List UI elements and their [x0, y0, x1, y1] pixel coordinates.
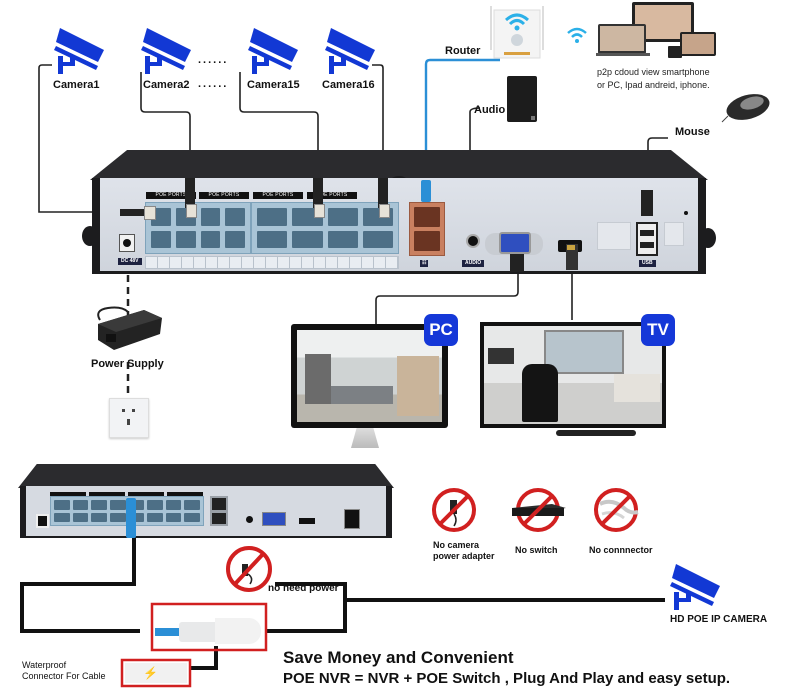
- camera-label: Camera1: [53, 79, 100, 91]
- dc-power-jack[interactable]: [119, 234, 135, 252]
- p2p-text: p2p cdoud view smartphone or PC, Ipad an…: [597, 66, 710, 92]
- footer-title: Save Money and Convenient: [283, 648, 514, 667]
- ethernet-plug: [313, 178, 323, 208]
- usb-plug: [641, 190, 653, 216]
- nvr2-usb-ports[interactable]: [344, 509, 360, 529]
- camera-label: Camera16: [322, 79, 375, 91]
- router-label: Router: [445, 45, 481, 57]
- nvr-top-cover: [90, 150, 708, 180]
- speaker-icon: [507, 76, 537, 122]
- camera-label: Camera15: [247, 79, 300, 91]
- poe-ports-9-16[interactable]: [251, 202, 399, 254]
- no-adapter-icon: [432, 488, 476, 532]
- usb-label: USB: [639, 260, 656, 267]
- hdmi-plug-tip: [567, 245, 575, 250]
- vga-port[interactable]: [499, 232, 531, 254]
- nvr-mount-left: [82, 226, 98, 246]
- pc-badge: PC: [424, 314, 458, 346]
- router-icon: [490, 6, 544, 59]
- audio-label: Audio: [474, 104, 506, 116]
- hdmi-cable: [566, 244, 578, 270]
- nvr2-dc-jack[interactable]: [36, 514, 49, 528]
- nvr2-vga-port[interactable]: [262, 512, 286, 526]
- blank-cover: [597, 222, 631, 250]
- poe-header: POE PORTS: [146, 192, 196, 199]
- ethernet-plug: [378, 178, 388, 208]
- pc-screen: [291, 324, 448, 428]
- poe-camera-label: HD POE IP CAMERA: [670, 614, 768, 625]
- waterproof-connector: [155, 618, 263, 644]
- ethernet-plug: [120, 209, 144, 216]
- vga-cable: [510, 254, 524, 272]
- audio-port-label: AUDIO: [462, 260, 485, 267]
- footer-subtitle: POE NVR = NVR + POE Switch , Plug And Pl…: [283, 670, 731, 687]
- poe-header: POE PORTS: [253, 192, 303, 199]
- nvr-mount-right: [700, 228, 716, 248]
- prohibition-label: No switch: [515, 545, 558, 555]
- router-ethernet-plug: [421, 180, 431, 202]
- prohibition-label: No connnector: [589, 545, 653, 555]
- mouse-label: Mouse: [675, 126, 710, 138]
- nvr2-ethernet-plug: [126, 498, 136, 538]
- waterproof-line-1: Waterproof: [22, 660, 67, 670]
- no-power-prohibit-icon: [226, 546, 272, 592]
- p2p-line-2: or PC, Ipad andreid, iphone.: [597, 80, 710, 90]
- wifi-icon: [567, 27, 587, 43]
- ethernet-plug: [379, 204, 390, 218]
- usb-ports[interactable]: [636, 222, 658, 256]
- ethernet-plug: [144, 206, 156, 220]
- nvr2-lan-ports[interactable]: [210, 496, 228, 526]
- pc-stand: [351, 428, 379, 448]
- nvr2-hdmi-port[interactable]: [299, 518, 315, 524]
- cable-connector-icon: ⚡: [125, 663, 187, 683]
- power-supply-label: Power Supply: [91, 358, 164, 370]
- tv-screen: [480, 322, 666, 428]
- ellipsis: ......: [198, 78, 229, 90]
- ellipsis: ......: [198, 54, 229, 66]
- poe-header: POE PORTS: [199, 192, 249, 199]
- prohibition-label: No camera power adapter: [433, 540, 495, 562]
- poe-header: POE PORTS: [307, 192, 357, 199]
- prohibition-line-1: No camera: [433, 540, 480, 550]
- ethernet-plug: [186, 204, 197, 218]
- no-connector-icon: [594, 488, 639, 532]
- mouse-icon: [721, 94, 770, 123]
- ethernet-plug: [314, 204, 325, 218]
- tv-stand: [556, 430, 636, 436]
- poe-header-strip: [50, 492, 204, 496]
- nvr2-top-cover: [18, 464, 394, 488]
- prohibition-line-2: power adapter: [433, 551, 495, 561]
- no-power-label: no need power: [268, 583, 339, 594]
- dc-label: DC 48V: [118, 258, 142, 265]
- p2p-line-1: p2p cdoud view smartphone: [597, 67, 710, 77]
- no-switch-icon: [512, 488, 566, 532]
- wall-outlet-icon: [109, 398, 149, 438]
- status-led: [684, 211, 688, 215]
- camera-icon: [670, 564, 720, 610]
- port-number-strip: [145, 256, 399, 269]
- waterproof-label: Waterproof Connector For Cable: [22, 660, 106, 682]
- lan-port[interactable]: [409, 202, 445, 256]
- blank-cover: [664, 222, 684, 246]
- audio-jack[interactable]: [466, 234, 480, 248]
- camera-label: Camera2: [143, 79, 190, 91]
- tv-badge: TV: [641, 314, 675, 346]
- nvr2-audio-jack[interactable]: [246, 516, 253, 523]
- devices-icon: [596, 2, 716, 58]
- waterproof-line-2: Connector For Cable: [22, 671, 106, 681]
- power-adapter-icon: [97, 306, 162, 350]
- ethernet-plug: [185, 178, 195, 208]
- lan-label: ☷: [420, 260, 429, 267]
